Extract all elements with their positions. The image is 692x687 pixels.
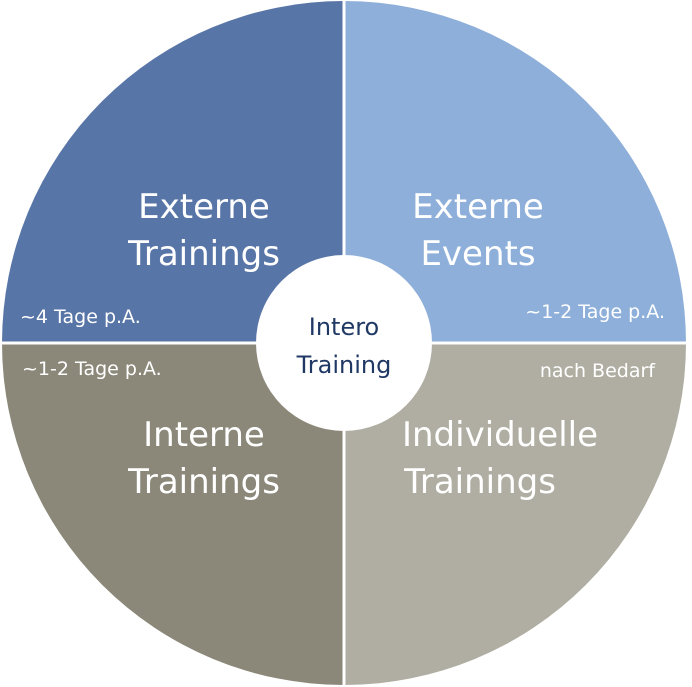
bottom-left-title-line2: Trainings: [127, 462, 280, 502]
top-left-title-line1: Externe: [138, 187, 270, 227]
top-left-title-line2: Trainings: [127, 234, 280, 274]
quadrant-bottom-left: [2, 343, 344, 685]
top-right-title-line1: Externe: [412, 187, 544, 227]
bottom-left-note: ~1-2 Tage p.A.: [22, 358, 162, 380]
center-title-line2: Training: [296, 351, 392, 379]
bottom-right-note: nach Bedarf: [540, 360, 656, 382]
top-right-note: ~1-2 Tage p.A.: [525, 301, 665, 323]
quadrant-bottom-right: [344, 343, 686, 685]
top-left-note: ~4 Tage p.A.: [20, 306, 141, 328]
center-circle: [256, 255, 432, 431]
quadrant-top-left: [2, 1, 344, 343]
center-title-line1: Intero: [309, 313, 380, 341]
bottom-right-title-line2: Trainings: [403, 462, 556, 502]
top-right-title-line2: Events: [420, 234, 535, 274]
bottom-right-title-line1: Individuelle: [402, 415, 598, 455]
quadrant-top-right: [344, 1, 686, 343]
bottom-left-title-line1: Interne: [143, 415, 265, 455]
